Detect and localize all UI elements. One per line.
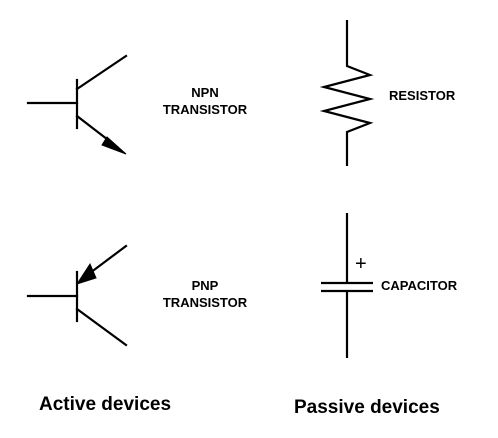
pnp-transistor-label: PNP TRANSISTOR [160,277,250,311]
pnp-emitter-arrow [75,262,97,285]
capacitor-polarity-sign: + [355,253,367,275]
pnp-label-line1: PNP [191,278,219,293]
npn-collector-lead [75,54,128,91]
pnp-label-line2: TRANSISTOR [162,295,248,310]
passive-devices-heading: Passive devices [294,397,440,418]
npn-emitter-arrow [101,136,127,155]
npn-transistor-label: NPN TRANSISTOR [160,84,250,118]
resistor-label: RESISTOR [389,88,456,103]
npn-label-line1: NPN [191,85,219,100]
active-devices-heading: Active devices [39,394,172,415]
resistor-zigzag [319,20,375,166]
resistor-symbol [319,20,375,166]
pnp-collector-lead [75,307,128,347]
capacitor-symbol [321,213,373,358]
npn-label-line2: TRANSISTOR [162,102,248,117]
pnp-emitter-lead [88,244,128,275]
capacitor-label: CAPACITOR [381,278,458,293]
npn-transistor-symbol [26,54,128,155]
pnp-transistor-symbol [26,244,128,347]
